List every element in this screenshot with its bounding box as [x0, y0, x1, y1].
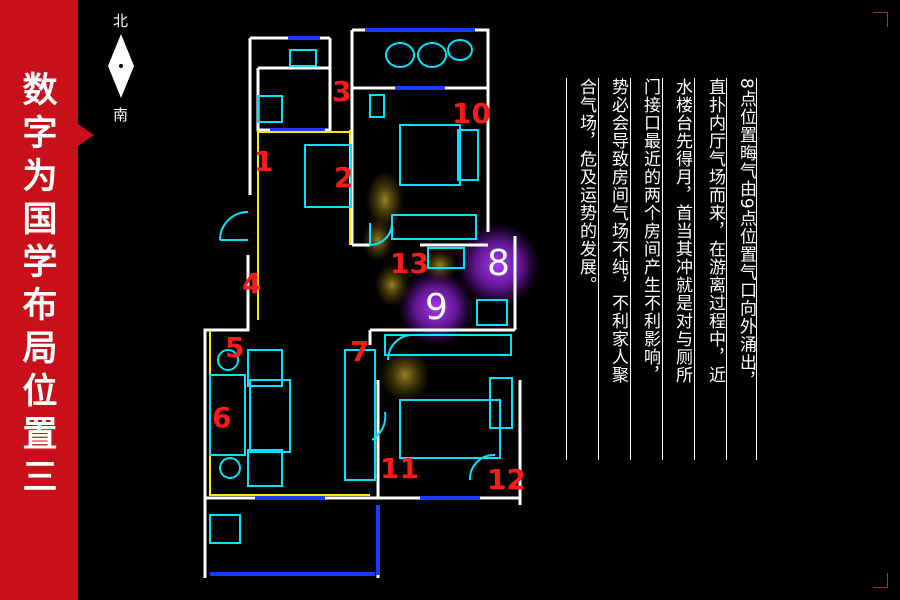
- furniture: [209, 39, 513, 544]
- marker-9: 9: [425, 287, 448, 328]
- marker-1: 1: [254, 145, 274, 178]
- description-column-4: 门接口最近的两个房间产生不利影响，: [640, 78, 660, 384]
- sidebar-arrow-icon: [78, 124, 94, 146]
- description-column-2: 直扑内厅气场而来，在游离过程中，近: [705, 78, 725, 384]
- compass-needle-icon: [108, 34, 134, 98]
- marker-5: 5: [225, 331, 245, 364]
- marker-11: 11: [380, 452, 419, 485]
- marker-13: 13: [390, 247, 429, 280]
- windows: [210, 28, 480, 576]
- marker-8: 8: [487, 243, 510, 284]
- corner-bracket-top-right: [873, 12, 888, 27]
- column-rule: [630, 78, 631, 460]
- glow-spot-9: [398, 270, 474, 346]
- marker-7: 7: [350, 335, 370, 368]
- marker-4: 4: [242, 267, 262, 300]
- marker-10: 10: [452, 97, 491, 130]
- marker-3: 3: [332, 75, 352, 108]
- sidebar: 数字为国学布局位置三: [0, 0, 78, 600]
- column-rule: [756, 78, 757, 460]
- column-rule: [662, 78, 663, 460]
- column-rule: [566, 78, 567, 460]
- marker-12: 12: [487, 463, 526, 496]
- compass-north-label: 北: [113, 12, 129, 30]
- description-column-6: 合气场，危及运势的发展。: [576, 78, 596, 294]
- column-rule: [598, 78, 599, 460]
- column-rule: [694, 78, 695, 460]
- column-rule: [726, 78, 727, 460]
- sidebar-title: 数字为国学布局位置三: [22, 71, 58, 498]
- description-column-1: 8点位置晦气由9点位置气口向外涌出，: [736, 78, 756, 390]
- description-column-5: 势必会导致房间气场不纯，不利家人聚: [608, 78, 628, 384]
- compass-south-label: 南: [113, 106, 129, 124]
- marker-6: 6: [212, 401, 232, 434]
- corner-bracket-bottom-right: [873, 573, 888, 588]
- description-column-3: 水楼台先得月，首当其冲就是对与厕所: [672, 78, 692, 384]
- marker-2: 2: [334, 161, 354, 194]
